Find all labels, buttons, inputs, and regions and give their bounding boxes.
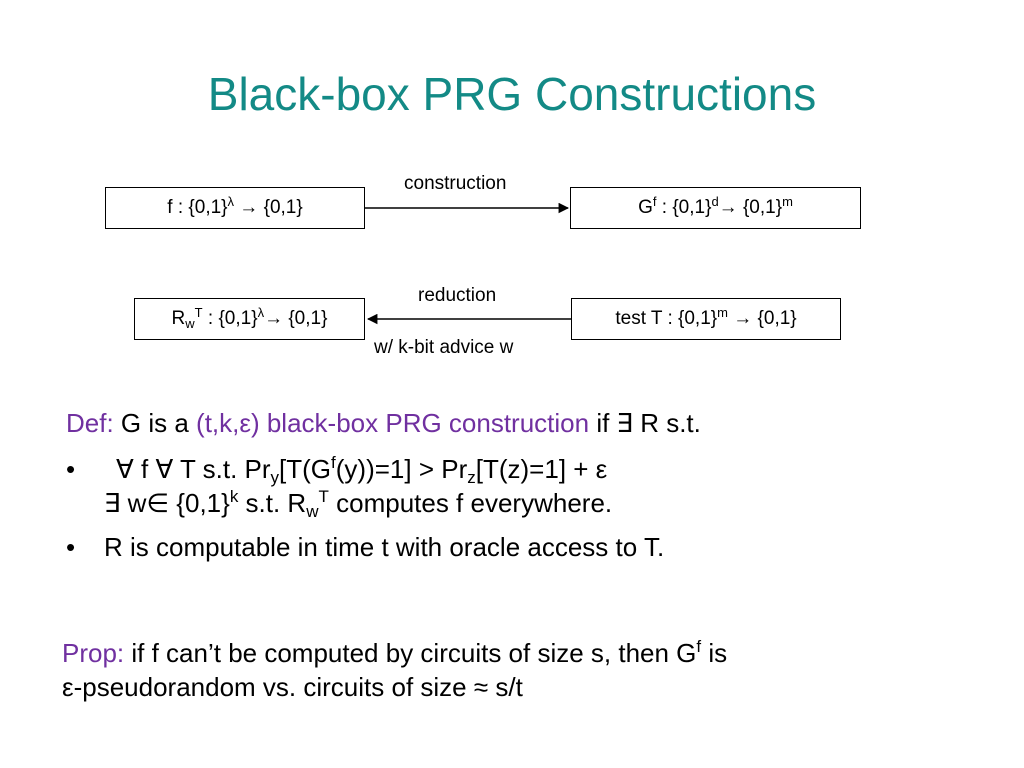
proposition: Prop: if f can’t be computed by circuits… <box>62 636 727 704</box>
proposition-line-1: Prop: if f can’t be computed by circuits… <box>62 637 728 668</box>
proposition-line-2: ε-pseudorandom vs. circuits of size ≈ s/… <box>62 672 523 702</box>
function-f-box: f : {0,1}λ → {0,1} <box>105 187 365 229</box>
generator-g-box: Gf : {0,1}d→ {0,1}m <box>570 187 861 229</box>
test-t-box: test T : {0,1}m → {0,1} <box>571 298 841 340</box>
bullet-dot: • <box>66 532 76 562</box>
definition: Def: G is a (t,k,ε) black-box PRG constr… <box>66 408 701 438</box>
bullet-line-1: ∀ f ∀ T s.t. Pry[T(Gf(y))=1] > Prz[T(z)=… <box>116 453 608 487</box>
bullet-item: • R is computable in time t with oracle … <box>66 530 664 564</box>
definition-bullets: • ∀ f ∀ T s.t. Pry[T(Gf(y))=1] > Prz[T(z… <box>66 452 664 564</box>
definition-term: black-box PRG construction <box>259 408 590 438</box>
reduction-label: reduction <box>418 285 497 306</box>
r-label: RwT : {0,1}λ→ {0,1} <box>171 305 328 331</box>
bullet-item: • ∀ f ∀ T s.t. Pry[T(Gf(y))=1] > Prz[T(z… <box>66 452 664 520</box>
advice-label: w/ k-bit advice w <box>374 337 514 358</box>
f-label: f : {0,1}λ → {0,1} <box>167 194 303 218</box>
reduction-r-box: RwT : {0,1}λ→ {0,1} <box>134 298 365 340</box>
t-label: test T : {0,1}m → {0,1} <box>615 305 797 329</box>
construction-label: construction <box>404 173 507 194</box>
bullet-line-2: ∃ w∈ {0,1}k s.t. RwT computes f everywhe… <box>104 487 613 521</box>
proposition-prefix: Prop: <box>62 638 125 668</box>
bullet-dot: • <box>66 454 76 484</box>
slide-title: Black-box PRG Constructions <box>207 68 817 120</box>
definition-params: (t,k,ε) <box>196 408 260 438</box>
definition-prefix: Def: <box>66 408 114 438</box>
bullet-text: R is computable in time t with oracle ac… <box>104 532 665 562</box>
g-label: Gf : {0,1}d→ {0,1}m <box>638 194 793 218</box>
